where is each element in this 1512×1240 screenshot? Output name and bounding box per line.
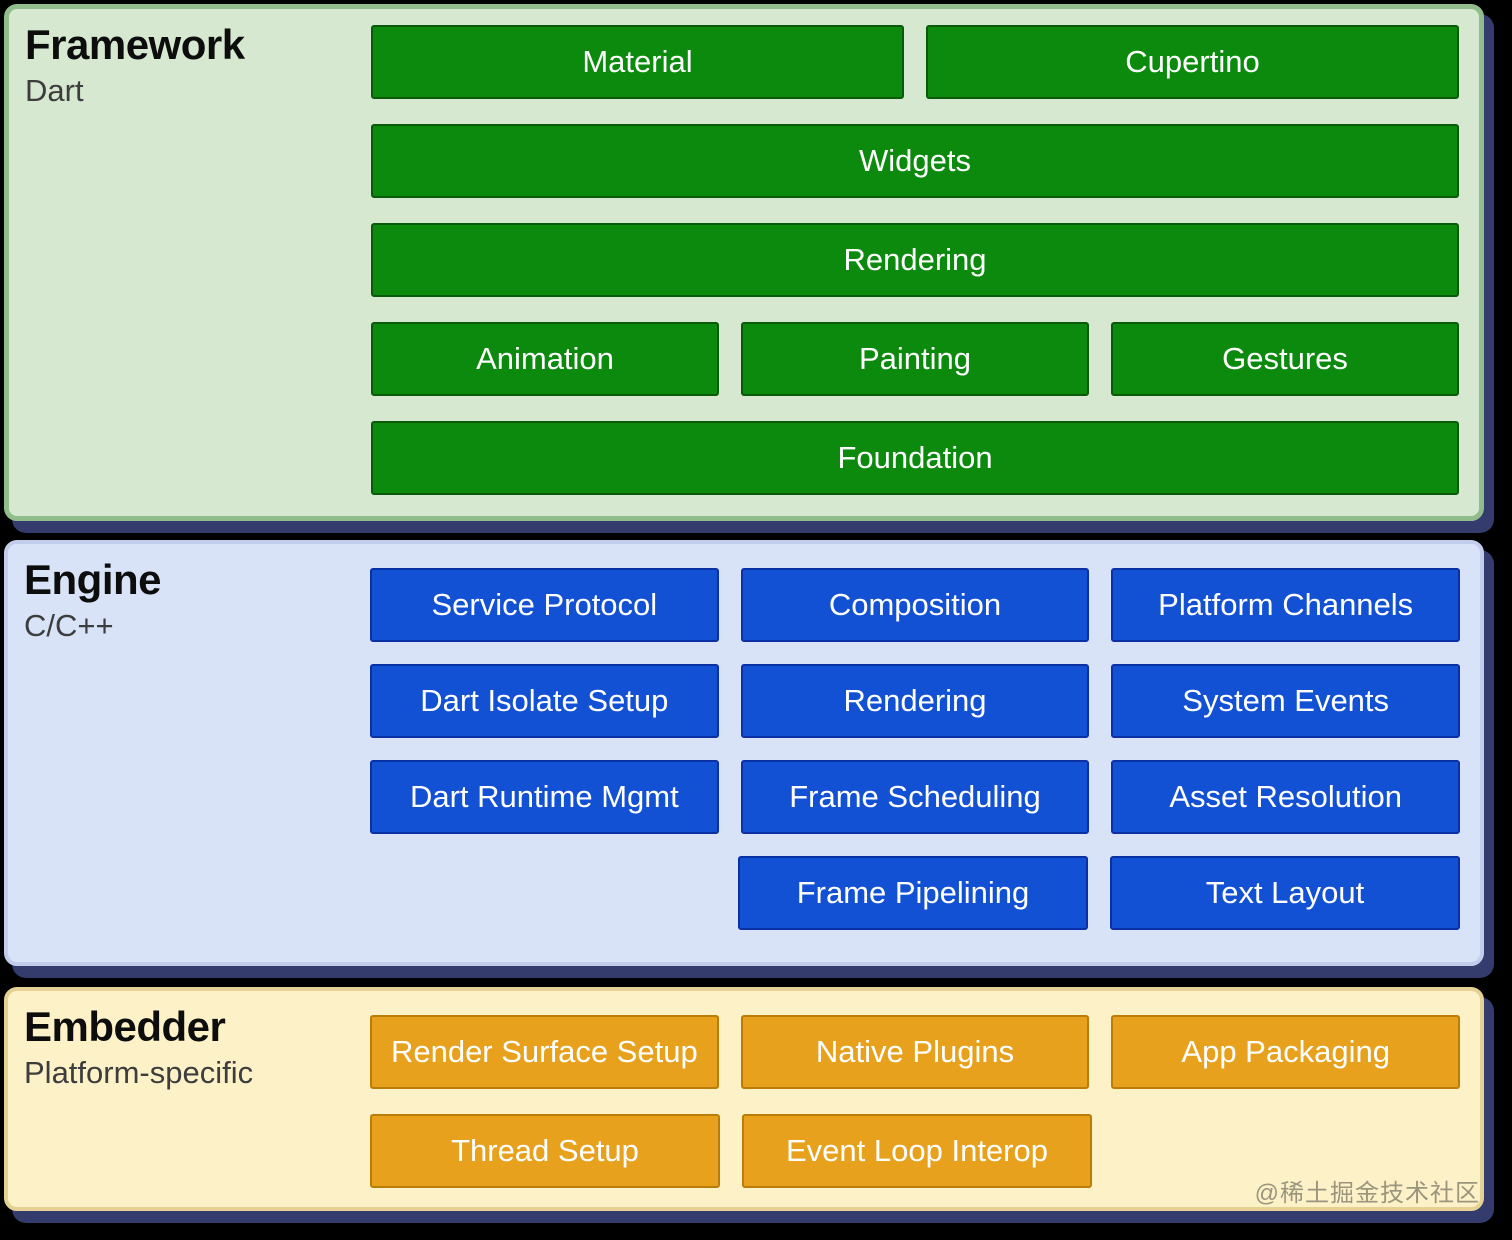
row: Foundation: [371, 421, 1459, 495]
framework-block-cupertino: Cupertino: [926, 25, 1459, 99]
engine-block-frame-pipelining: Frame Pipelining: [738, 856, 1088, 930]
framework-block-foundation: Foundation: [371, 421, 1459, 495]
row: Frame Pipelining Text Layout: [370, 856, 1460, 930]
engine-block-rendering: Rendering: [740, 664, 1090, 738]
framework-block-material: Material: [371, 25, 904, 99]
engine-block-dart-isolate-setup: Dart Isolate Setup: [370, 664, 719, 738]
row: Material Cupertino: [371, 25, 1459, 99]
embedder-block-native-plugins: Native Plugins: [740, 1015, 1090, 1089]
panel-rows-engine: Service Protocol Composition Platform Chan…: [370, 544, 1480, 962]
row: Thread Setup Event Loop Interop: [370, 1114, 1460, 1188]
row: Rendering: [371, 223, 1459, 297]
panel-title-engine: Engine: [24, 556, 162, 603]
framework-block-animation: Animation: [371, 322, 719, 396]
engine-block-composition: Composition: [740, 568, 1090, 642]
framework-block-rendering: Rendering: [371, 223, 1459, 297]
panel-title-framework: Framework: [25, 21, 245, 68]
engine-block-asset-resolution: Asset Resolution: [1111, 760, 1461, 834]
embedder-block-thread-setup: Thread Setup: [370, 1114, 720, 1188]
engine-block-service-protocol: Service Protocol: [370, 568, 719, 642]
engine-block-text-layout: Text Layout: [1110, 856, 1460, 930]
framework-block-widgets: Widgets: [371, 124, 1459, 198]
row: Render Surface Setup Native Plugins App Pa…: [370, 1015, 1461, 1089]
embedder-block-render-surface-setup: Render Surface Setup: [370, 1015, 719, 1089]
panel-subtitle-framework: Dart: [25, 73, 84, 109]
engine-block-frame-scheduling: Frame Scheduling: [740, 760, 1090, 834]
panel-title-embedder: Embedder: [24, 1003, 226, 1050]
row: Animation Painting Gestures: [371, 322, 1459, 396]
panel-subtitle-engine: C/C++: [24, 608, 114, 644]
embedder-block-app-packaging: App Packaging: [1111, 1015, 1461, 1089]
engine-block-system-events: System Events: [1111, 664, 1461, 738]
row: Service Protocol Composition Platform Chan…: [370, 568, 1461, 642]
embedder-block-event-loop-interop: Event Loop Interop: [742, 1114, 1092, 1188]
panel-rows-embedder: Render Surface Setup Native Plugins App Pa…: [370, 991, 1480, 1207]
row: Dart Isolate Setup Rendering System Events: [370, 664, 1461, 738]
panel-subtitle-embedder: Platform-specific: [24, 1055, 254, 1091]
row: Widgets: [371, 124, 1459, 198]
watermark-text: @稀土掘金技术社区: [1254, 1180, 1480, 1207]
framework-block-gestures: Gestures: [1111, 322, 1459, 396]
framework-block-painting: Painting: [741, 322, 1089, 396]
row: Dart Runtime Mgmt Frame Scheduling Asset R…: [370, 760, 1461, 834]
engine-block-dart-runtime-mgmt: Dart Runtime Mgmt: [370, 760, 719, 834]
engine-block-platform-channels: Platform Channels: [1111, 568, 1461, 642]
